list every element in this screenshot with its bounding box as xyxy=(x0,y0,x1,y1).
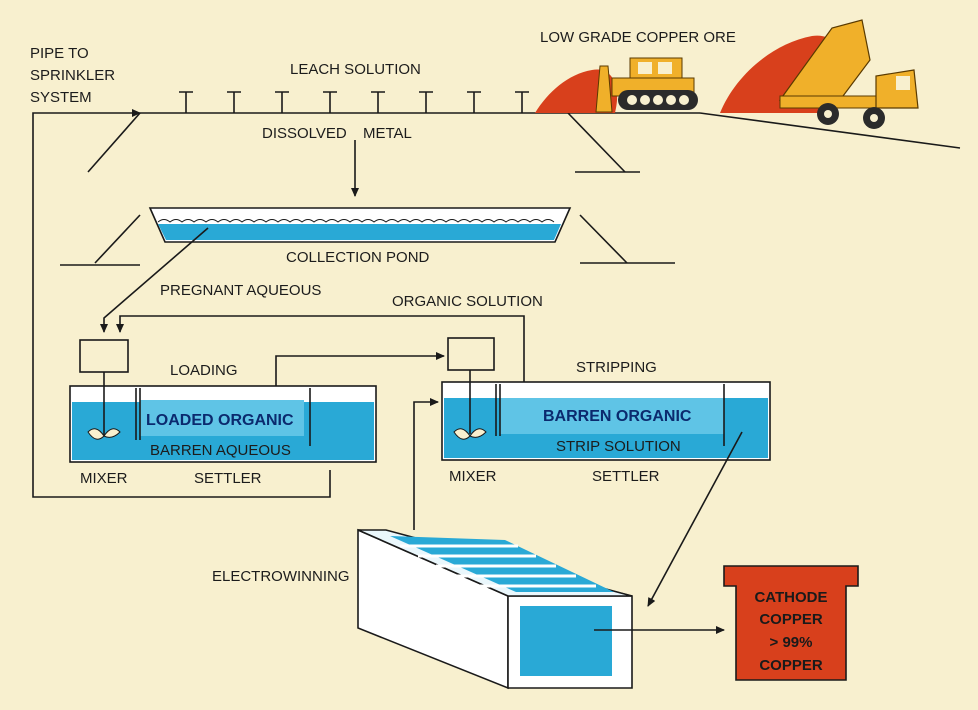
label-electrowinning: ELECTROWINNING xyxy=(212,568,350,585)
label-cathode-line1: CATHODE xyxy=(754,589,827,606)
label-pipe-line2: SPRINKLER xyxy=(30,67,115,84)
label-cathode-line4: COPPER xyxy=(759,657,823,674)
label-cathode-line2: COPPER xyxy=(759,611,823,628)
label-strip-solution: STRIP SOLUTION xyxy=(556,438,681,455)
label-metal: METAL xyxy=(363,125,412,142)
label-loading: LOADING xyxy=(170,362,238,379)
label-barren-aqueous: BARREN AQUEOUS xyxy=(150,442,291,459)
sprinkler-heads xyxy=(179,91,529,113)
label-dissolved: DISSOLVED xyxy=(262,125,347,142)
label-collection-pond: COLLECTION POND xyxy=(286,249,430,266)
rich-electrolyte-flow xyxy=(647,431,743,607)
label-leach-solution: LEACH SOLUTION xyxy=(290,61,421,78)
label-cathode-line3: > 99% xyxy=(770,634,813,651)
label-mixer-right: MIXER xyxy=(449,468,497,485)
dump-truck-icon xyxy=(778,19,919,129)
label-settler-right: SETTLER xyxy=(592,468,660,485)
organic-solution-flow xyxy=(116,315,525,398)
right-mixer-settler xyxy=(441,337,771,461)
label-mixer-left: MIXER xyxy=(80,470,128,487)
label-pipe-line1: PIPE TO xyxy=(30,45,89,62)
pregnant-aqueous-flow xyxy=(100,227,209,333)
cathode-copper-block xyxy=(723,565,859,681)
label-loaded-organic: LOADED ORGANIC xyxy=(146,412,294,429)
loaded-organic-flow xyxy=(275,352,445,390)
pipe-to-sprinkler xyxy=(32,109,331,498)
label-organic-solution: ORGANIC SOLUTION xyxy=(392,293,543,310)
label-settler-left: SETTLER xyxy=(194,470,262,487)
left-mixer-settler xyxy=(69,339,377,463)
label-stripping: STRIPPING xyxy=(576,359,657,376)
lean-electrolyte-flow xyxy=(413,398,439,530)
label-barren-organic: BARREN ORGANIC xyxy=(543,408,692,425)
label-low-grade-ore: LOW GRADE COPPER ORE xyxy=(540,29,736,46)
bulldozer-icon xyxy=(595,57,698,113)
label-pipe-line3: SYSTEM xyxy=(30,89,92,106)
electrowinning-cell xyxy=(357,528,633,690)
label-pregnant-aqueous: PREGNANT AQUEOUS xyxy=(160,282,321,299)
collection-pond xyxy=(148,207,572,243)
